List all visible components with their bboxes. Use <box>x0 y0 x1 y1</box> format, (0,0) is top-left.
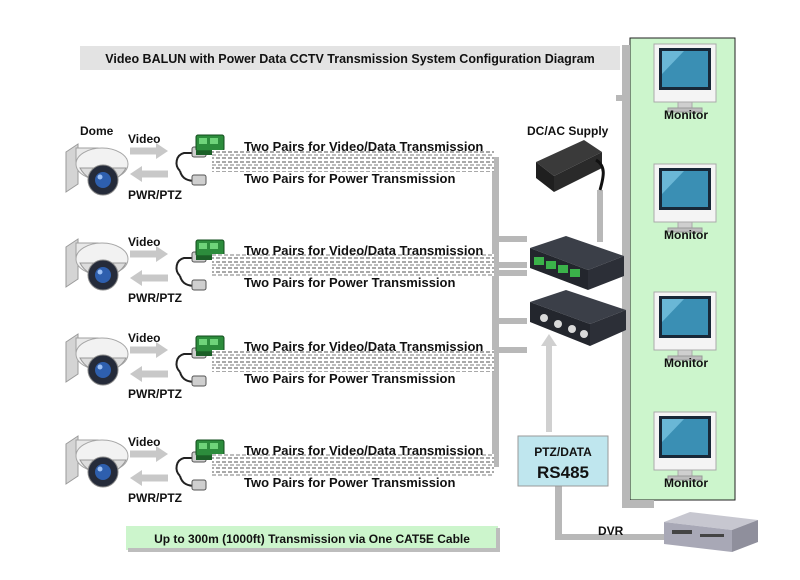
power-arrow-icon <box>130 166 168 182</box>
video-label-2: Video <box>128 235 160 249</box>
power-hub-icon <box>530 236 624 290</box>
footer-text: Up to 300m (1000ft) Transmission via One… <box>154 532 470 546</box>
ptz-label: PTZ/DATA <box>534 445 592 459</box>
video-pairs-label-2: Two Pairs for Video/Data Transmission <box>244 243 483 258</box>
video-pairs-label-3: Two Pairs for Video/Data Transmission <box>244 339 483 354</box>
cat5e-cable <box>212 254 494 276</box>
dvr-wire-horizontal <box>555 534 675 540</box>
camera-row-4 <box>65 435 494 491</box>
supply-wire <box>597 190 603 242</box>
monitor-label-4: Monitor <box>664 476 708 490</box>
monitor-3: Monitor <box>653 291 717 370</box>
power-adapter-icon <box>536 140 605 192</box>
ptz-wire <box>546 346 552 432</box>
video-receiver-hub-icon <box>530 290 626 346</box>
video-label-3: Video <box>128 331 160 345</box>
rs485-box <box>517 435 609 487</box>
dvr-label: DVR <box>598 524 624 538</box>
monitor-bus <box>622 45 630 505</box>
dome-camera-icon <box>65 238 129 291</box>
monitor-1: Monitor <box>653 43 717 122</box>
video-pairs-label-4: Two Pairs for Video/Data Transmission <box>244 443 483 458</box>
pwr-label-1: PWR/PTZ <box>128 188 182 202</box>
power-pairs-label-1: Two Pairs for Power Transmission <box>244 171 455 186</box>
monitor-icon <box>653 43 717 113</box>
cat5e-cable <box>212 454 494 476</box>
monitor-2: Monitor <box>653 163 717 242</box>
power-arrow-icon <box>130 366 168 382</box>
monitor-icon <box>653 163 717 233</box>
supply-label: DC/AC Supply <box>527 124 609 138</box>
power-arrow-icon <box>130 470 168 486</box>
monitor-label-2: Monitor <box>664 228 708 242</box>
footer-bar <box>126 526 498 550</box>
dome-camera-icon <box>65 435 129 488</box>
dvr-icon <box>664 512 758 552</box>
power-arrow-icon <box>130 270 168 286</box>
camera-row-1 <box>65 134 494 196</box>
rs485-label: RS485 <box>537 463 589 482</box>
dome-camera-icon <box>65 143 129 196</box>
video-pairs-label-1: Two Pairs for Video/Data Transmission <box>244 139 483 154</box>
pwr-label-4: PWR/PTZ <box>128 491 182 505</box>
trunk-bus <box>492 157 499 467</box>
title-bar <box>80 46 620 70</box>
pwr-label-2: PWR/PTZ <box>128 291 182 305</box>
monitor-label-1: Monitor <box>664 108 708 122</box>
ptz-arrow-icon <box>541 334 557 346</box>
pwr-label-3: PWR/PTZ <box>128 387 182 401</box>
dvr-wire-vertical <box>555 484 562 534</box>
power-pairs-label-3: Two Pairs for Power Transmission <box>244 371 455 386</box>
power-pairs-label-2: Two Pairs for Power Transmission <box>244 275 455 290</box>
video-label-1: Video <box>128 132 160 146</box>
monitor-icon <box>653 291 717 361</box>
monitor-bus-foot <box>622 500 654 508</box>
diagram-title: Video BALUN with Power Data CCTV Transmi… <box>105 52 594 66</box>
monitor-label-3: Monitor <box>664 356 708 370</box>
camera-row-2 <box>65 238 494 291</box>
camera-row-3 <box>65 333 494 387</box>
cat5e-cable <box>212 150 494 172</box>
power-pairs-label-4: Two Pairs for Power Transmission <box>244 475 455 490</box>
dome-camera-icon <box>65 333 129 386</box>
monitor-icon <box>653 411 717 481</box>
dome-label: Dome <box>80 124 114 138</box>
video-label-4: Video <box>128 435 160 449</box>
cat5e-cable <box>212 350 494 372</box>
monitor-4: Monitor <box>653 411 717 490</box>
